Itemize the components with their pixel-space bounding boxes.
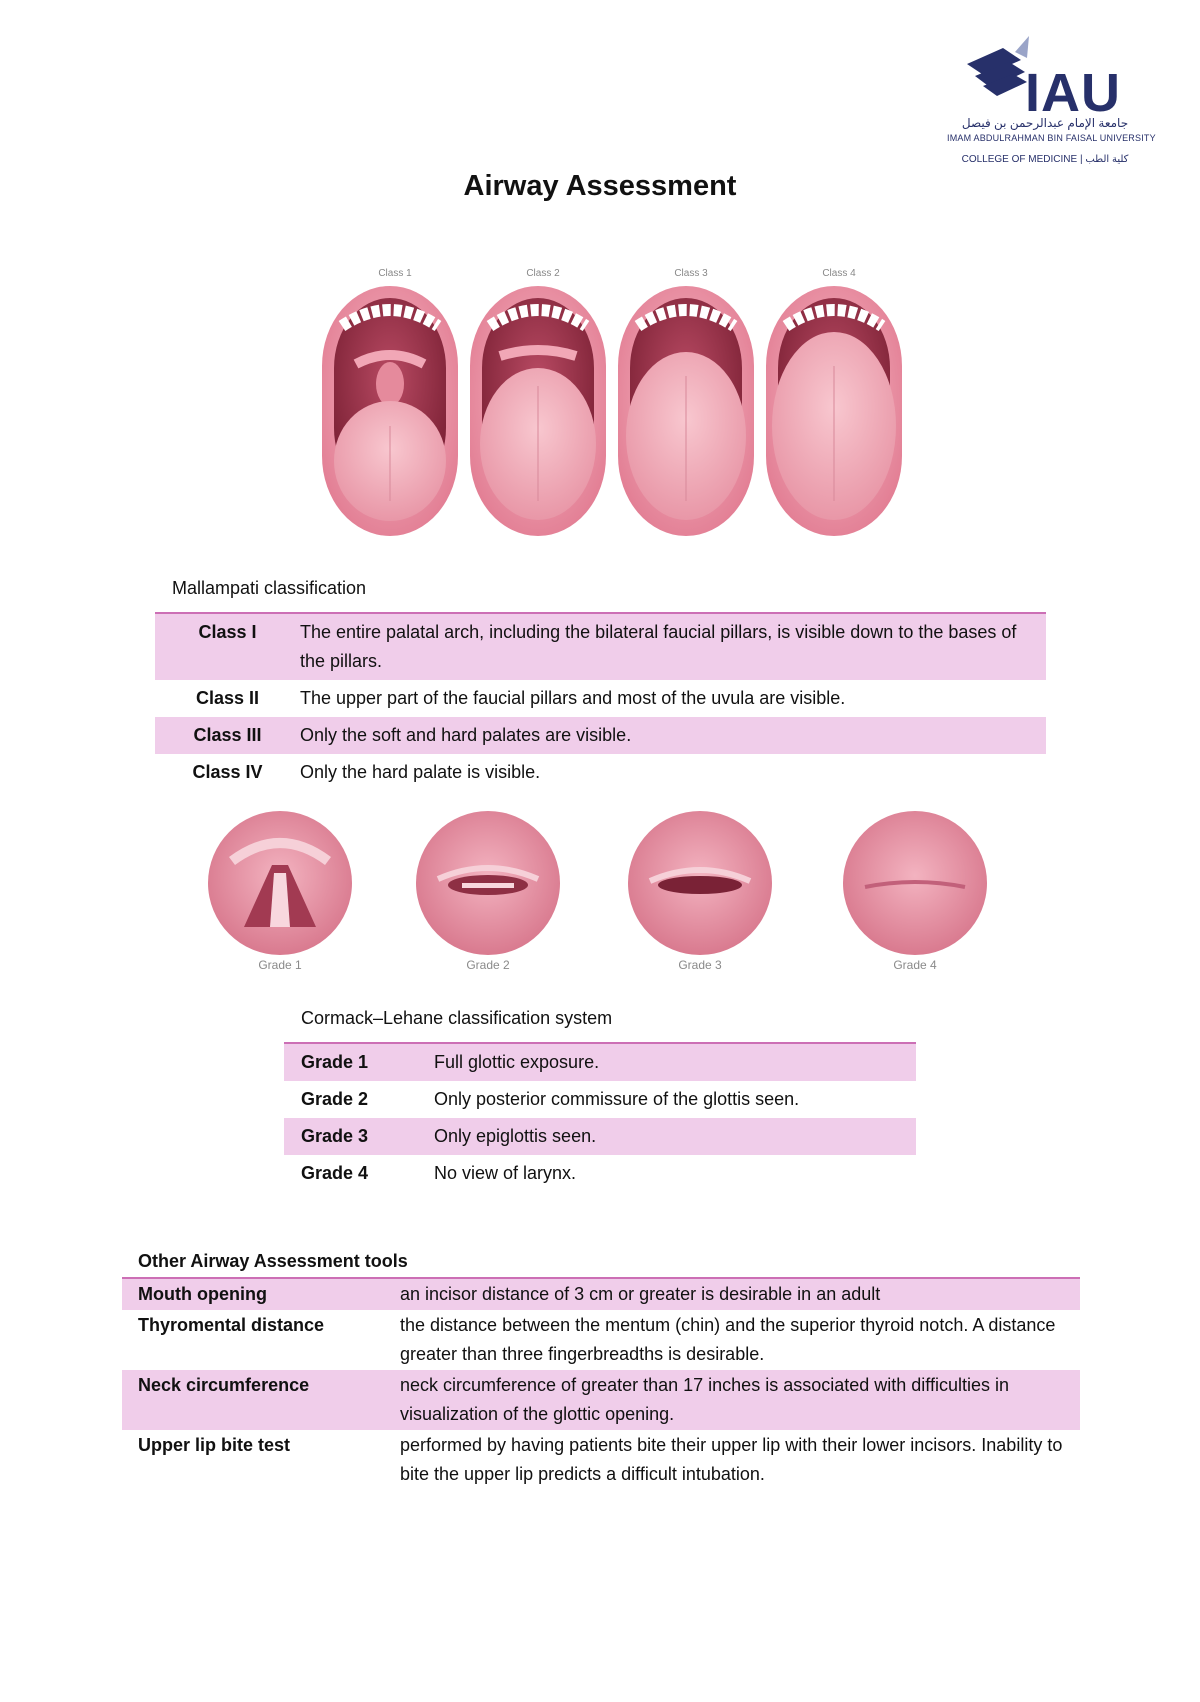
class-description: Only the soft and hard palates are visib… [300, 717, 1046, 754]
grade-description: Only epiglottis seen. [434, 1118, 916, 1155]
grade-label-1: Grade 1 [258, 958, 302, 972]
table-row: Grade 1 Full glottic exposure. [284, 1042, 916, 1081]
class-key: Class I [155, 612, 300, 680]
table-row: Class II The upper part of the faucial p… [155, 680, 1046, 717]
grade-description: No view of larynx. [434, 1163, 577, 1183]
grade-label-3: Grade 3 [678, 958, 722, 972]
tool-name: Mouth opening [122, 1277, 400, 1310]
class-key: Class IV [192, 762, 263, 782]
class-description: The entire palatal arch, including the b… [300, 612, 1046, 680]
grade-description: Full glottic exposure. [434, 1042, 916, 1081]
mallampati-label-4: Class 4 [822, 268, 856, 279]
tool-name: Thyromental distance [138, 1315, 325, 1335]
grade-label-4: Grade 4 [893, 958, 937, 972]
university-logo: IAU جامعة الإمام عبدالرحمن بن فيصل IMAM … [945, 34, 1156, 174]
table-row: Thyromental distance the distance betwee… [122, 1310, 1080, 1370]
page-title: Airway Assessment [463, 170, 737, 202]
tool-description: performed by having patients bite their … [400, 1435, 1063, 1484]
class-description: The upper part of the faucial pillars an… [300, 688, 846, 708]
other-tools-caption: Other Airway Assessment tools [138, 1251, 408, 1271]
logo-arabic-name: جامعة الإمام عبدالرحمن بن فيصل [961, 116, 1129, 130]
cormack-lehane-illustration: Grade 1 Grade 2 Grade 3 Grade 4 [200, 810, 1000, 985]
mallampati-mouths-image [322, 286, 902, 536]
grade-description: Only posterior commissure of the glottis… [434, 1089, 800, 1109]
tool-description: neck circumference of greater than 17 in… [400, 1370, 1080, 1430]
table-row: Neck circumference neck circumference of… [122, 1370, 1080, 1430]
grade-key: Grade 3 [284, 1118, 434, 1155]
table-row: Class IV Only the hard palate is visible… [155, 754, 1046, 791]
iau-emblem-icon [967, 36, 1029, 96]
cormack-lehane-caption: Cormack–Lehane classification system [301, 1008, 613, 1028]
class-key: Class II [195, 688, 260, 708]
grade-key: Grade 1 [284, 1042, 434, 1081]
logo-abbreviation: IAU [1025, 63, 1121, 123]
mallampati-label-2: Class 2 [526, 268, 560, 279]
larynx-views-image [208, 811, 987, 955]
grade-key: Grade 4 [301, 1163, 369, 1183]
class-key: Class III [155, 717, 300, 754]
cormack-lehane-table: Grade 1 Full glottic exposure. Grade 2 O… [284, 1042, 916, 1192]
logo-college-name: COLLEGE OF MEDICINE | كلية الطب [961, 154, 1129, 165]
logo-english-name: IMAM ABDULRAHMAN BIN FAISAL UNIVERSITY [947, 133, 1156, 143]
grade-label-2: Grade 2 [466, 958, 510, 972]
mallampati-label-1: Class 1 [378, 268, 412, 279]
class-description: Only the hard palate is visible. [300, 762, 541, 782]
grade-key: Grade 2 [301, 1089, 369, 1109]
tool-name: Neck circumference [122, 1370, 400, 1430]
mallampati-caption: Mallampati classification [172, 578, 367, 598]
mallampati-label-3: Class 3 [674, 268, 708, 279]
table-row: Class III Only the soft and hard palates… [155, 717, 1046, 754]
table-row: Mouth opening an incisor distance of 3 c… [122, 1277, 1080, 1310]
tool-description: the distance between the mentum (chin) a… [400, 1315, 1056, 1364]
table-row: Grade 2 Only posterior commissure of the… [284, 1081, 916, 1118]
mallampati-illustration: Class 1 Class 2 Class 3 Class 4 [320, 268, 920, 543]
table-row: Grade 4 No view of larynx. [284, 1155, 916, 1192]
tool-description: an incisor distance of 3 cm or greater i… [400, 1277, 1080, 1310]
mallampati-table: Class I The entire palatal arch, includi… [155, 612, 1046, 791]
table-row: Grade 3 Only epiglottis seen. [284, 1118, 916, 1155]
table-row: Class I The entire palatal arch, includi… [155, 612, 1046, 680]
other-tools-table: Mouth opening an incisor distance of 3 c… [122, 1277, 1080, 1490]
table-row: Upper lip bite test performed by having … [122, 1430, 1080, 1490]
tool-name: Upper lip bite test [138, 1435, 291, 1455]
